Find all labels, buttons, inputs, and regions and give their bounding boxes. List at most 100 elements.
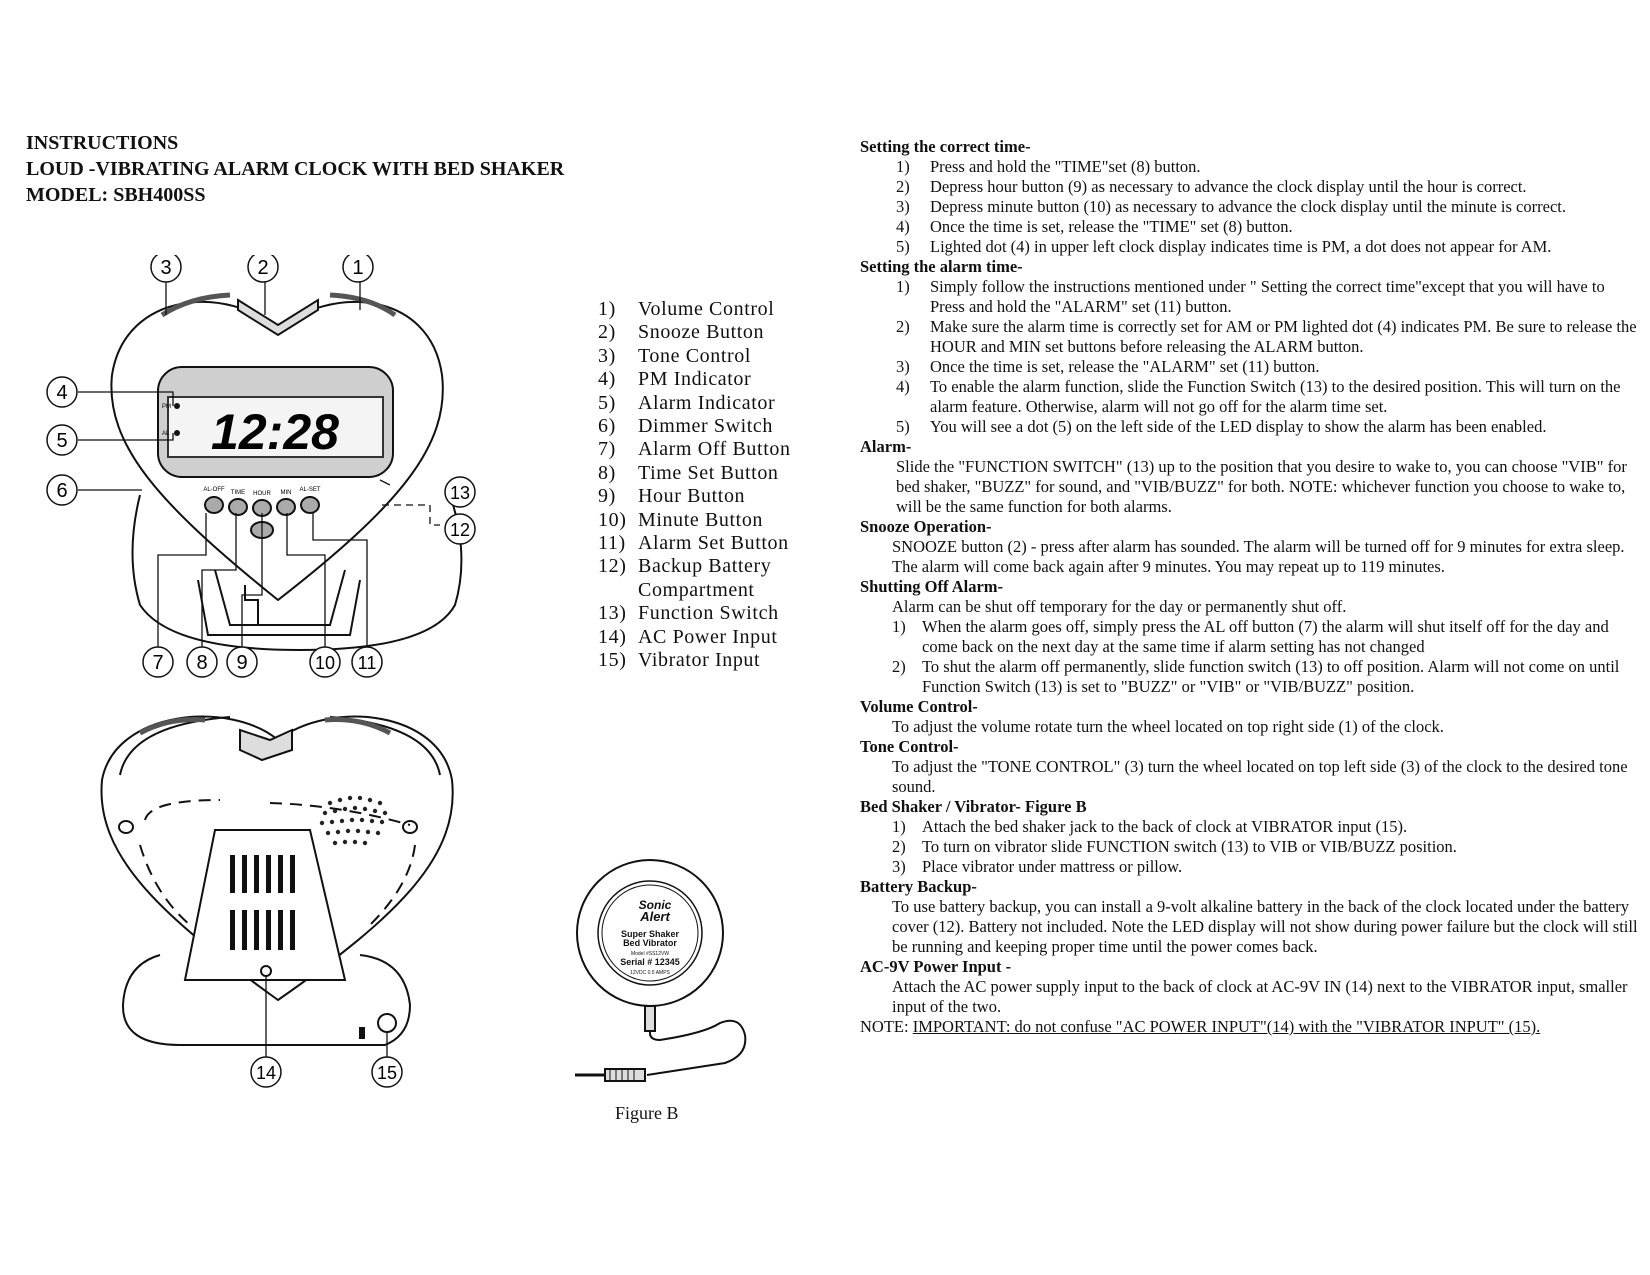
back-heart <box>100 715 454 1002</box>
heading-alarm-time: Setting the alarm time- <box>860 257 1023 276</box>
figure-b-vibrator: Sonic Alert Super Shaker Bed Vibrator Mo… <box>575 859 747 1082</box>
heading-battery: Battery Backup- <box>860 877 977 896</box>
min-label: MIN <box>281 490 292 496</box>
vibrator-product-2: Bed Vibrator <box>623 938 677 948</box>
al-off-label: AL-OFF <box>203 487 225 493</box>
callout-5: 5 <box>56 430 67 452</box>
list-item: 5)Lighted dot (4) in upper left clock di… <box>896 237 1552 256</box>
heading-shaker: Bed Shaker / Vibrator- Figure B <box>860 797 1087 816</box>
vibrator-jack <box>377 1013 397 1033</box>
list-item: 13)Function Switch <box>598 602 779 625</box>
callout-10: 10 <box>315 653 335 673</box>
list-item: 14)AC Power Input <box>598 625 778 648</box>
list-item: 3)Tone Control <box>598 344 752 367</box>
list-item: 8)Time Set Button <box>598 461 779 484</box>
list-item: 4)Once the time is set, release the "TIM… <box>896 217 1293 236</box>
al-indicator-dot <box>174 430 180 436</box>
back-base <box>121 954 412 1046</box>
heading-volume: Volume Control- <box>860 697 978 716</box>
grille-right <box>324 717 392 736</box>
al-set-button <box>300 496 320 514</box>
clock-diagram: PM AL 12:28 AL-OFF TIME HOUR MIN AL-SET <box>46 255 476 1088</box>
snooze-button-shape <box>237 298 319 337</box>
time-label: TIME <box>231 490 245 496</box>
list-item: 2)Make sure the alarm time is correctly … <box>896 317 1637 356</box>
list-item: 15)Vibrator Input <box>598 649 761 672</box>
heading-snooze: Snooze Operation- <box>860 517 992 536</box>
list-item: Compartment <box>638 578 755 601</box>
front-heart <box>110 300 444 602</box>
heading-tone: Tone Control- <box>860 737 959 756</box>
callout-4: 4 <box>56 382 67 404</box>
heading-setting-time: Setting the correct time- <box>860 137 1031 156</box>
document-title: INSTRUCTIONS LOUD -VIBRATING ALARM CLOCK… <box>26 130 564 208</box>
time-button <box>228 498 248 516</box>
list-item: 4)PM Indicator <box>598 368 752 391</box>
battery-outline <box>139 799 416 926</box>
display-time: 12:28 <box>211 404 339 460</box>
list-item: 2)Snooze Button <box>598 321 765 344</box>
hour-label: HOUR <box>253 491 271 497</box>
callout-9: 9 <box>236 652 247 674</box>
title-line-instructions: INSTRUCTIONS <box>26 132 179 154</box>
volume-wheel <box>329 292 397 318</box>
pm-indicator-label: PM <box>162 404 171 410</box>
al-indicator-label: AL <box>162 431 170 437</box>
list-item: 1)Press and hold the "TIME"set (8) butto… <box>896 157 1201 176</box>
callout-2: 2 <box>257 257 268 279</box>
callout-12: 12 <box>450 520 470 540</box>
heading-shutoff: Shutting Off Alarm- <box>860 577 1004 596</box>
min-button <box>276 498 296 516</box>
vibrator-brand-1: Sonic <box>639 898 672 912</box>
list-item: 7)Alarm Off Button <box>598 438 791 461</box>
vent-slots <box>230 855 295 950</box>
title-line-product: LOUD -VIBRATING ALARM CLOCK WITH BED SHA… <box>26 158 565 180</box>
list-item: 3)Depress minute button (10) as necessar… <box>896 197 1566 216</box>
power-text: Attach the AC power supply input to the … <box>892 977 1628 1016</box>
back-panel <box>183 829 347 981</box>
vibrator-brand-2: Alert <box>639 909 670 924</box>
callout-7: 7 <box>152 652 163 674</box>
callout-11: 11 <box>358 653 377 673</box>
volume-text: To adjust the volume rotate turn the whe… <box>892 717 1444 736</box>
tone-text: To adjust the "TONE CONTROL" (3) turn th… <box>892 757 1628 796</box>
callout-14: 14 <box>256 1063 276 1083</box>
figure-b-caption: Figure B <box>615 1103 679 1123</box>
callout-3: 3 <box>160 257 171 279</box>
callout-6: 6 <box>56 480 67 502</box>
front-base <box>131 494 463 652</box>
list-item: 4)To enable the alarm function, slide th… <box>896 377 1621 416</box>
list-item: 1)Attach the bed shaker jack to the back… <box>892 817 1408 836</box>
heading-power: AC-9V Power Input - <box>860 957 1012 976</box>
list-item: 5)You will see a dot (5) on the left sid… <box>896 417 1547 436</box>
vibrator-product-1: Super Shaker <box>621 929 680 939</box>
list-item: 12)Backup Battery <box>598 555 772 578</box>
list-item: 10)Minute Button <box>598 508 764 531</box>
speaker-dots <box>319 795 388 846</box>
vibrator-model: Model #SS12VW <box>631 951 669 957</box>
important-note: NOTE: IMPORTANT: do not confuse "AC POWE… <box>860 1017 1541 1036</box>
snooze-text: SNOOZE button (2) - press after alarm ha… <box>892 537 1625 576</box>
list-item: 5)Alarm Indicator <box>598 391 776 414</box>
list-item: 1)When the alarm goes off, simply press … <box>892 617 1609 656</box>
al-set-label: AL-SET <box>299 487 320 493</box>
callout-1: 1 <box>352 257 363 279</box>
list-item: 3)Place vibrator under mattress or pillo… <box>892 857 1183 876</box>
heading-alarm: Alarm- <box>860 437 912 456</box>
list-item: 2)To turn on vibrator slide FUNCTION swi… <box>892 837 1457 856</box>
instructions-column: Setting the correct time- 1)Press and ho… <box>860 137 1640 1037</box>
list-item: 1)Volume Control <box>598 298 775 320</box>
battery-text: To use battery backup, you can install a… <box>892 897 1638 956</box>
list-item: 3)Once the time is set, release the "ALA… <box>896 357 1320 376</box>
back-snooze-top <box>239 728 293 762</box>
grille-left <box>138 717 206 736</box>
list-item: 6)Dimmer Switch <box>598 415 774 438</box>
pm-indicator-dot <box>174 403 180 409</box>
important-note-text: IMPORTANT: do not confuse "AC POWER INPU… <box>912 1017 1541 1036</box>
list-item: 2)Depress hour button (9) as necessary t… <box>896 177 1527 196</box>
list-item: 2)To shut the alarm off permanently, sli… <box>892 657 1620 696</box>
callout-15: 15 <box>377 1063 397 1083</box>
alarm-text: Slide the "FUNCTION SWITCH" (13) up to t… <box>896 457 1627 516</box>
tone-wheel <box>160 292 231 318</box>
vibrator-rating: 12VDC 0.5 AMPS <box>630 970 670 976</box>
